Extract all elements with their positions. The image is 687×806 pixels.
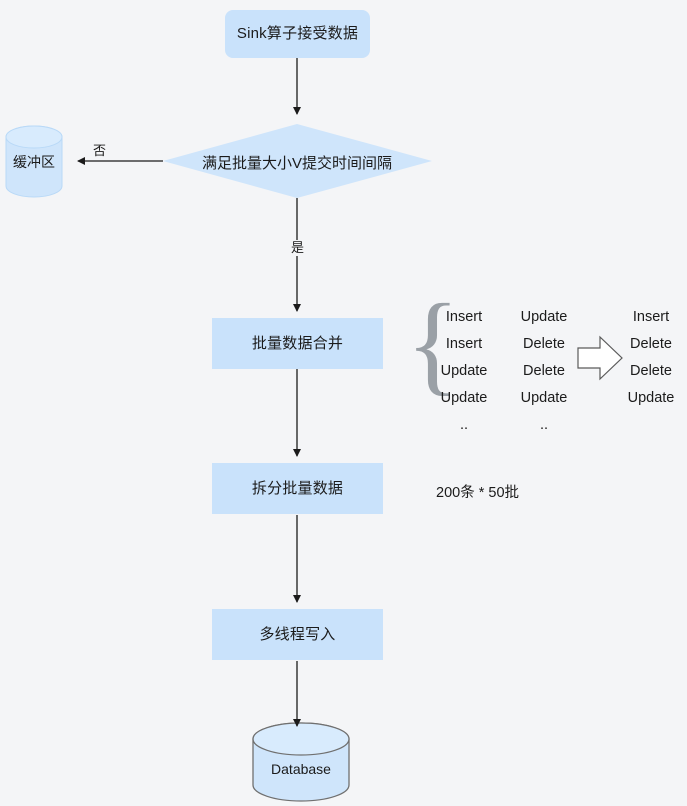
merge-output-cell: Delete <box>630 335 672 352</box>
merge-input-cell: Update <box>440 389 488 406</box>
table-row: Update Update <box>425 384 585 411</box>
split-batch-note: 200条 * 50批 <box>436 485 520 501</box>
merge-input-cell: Update <box>520 308 568 325</box>
node-multithread-write[interactable]: 多线程写入 <box>212 609 383 660</box>
merge-input-cell: Insert <box>445 308 483 325</box>
merge-input-table: Insert Update Insert Delete Update Delet… <box>425 303 585 438</box>
merge-input-cell: Insert <box>445 335 483 352</box>
merge-input-cell: Delete <box>523 335 565 352</box>
node-buffer-label: 缓冲区 <box>13 154 55 170</box>
merge-input-ellipsis: .. <box>459 416 469 433</box>
merge-input-ellipsis: .. <box>539 416 549 433</box>
node-multithread-write-label: 多线程写入 <box>259 625 336 643</box>
table-row: Delete <box>612 357 687 384</box>
node-batch-merge[interactable]: 批量数据合并 <box>212 318 383 369</box>
table-row: Insert <box>612 303 687 330</box>
table-row-ellipsis: .. .. <box>425 411 585 438</box>
table-row: Update Delete <box>425 357 585 384</box>
node-sink-receive[interactable]: Sink算子接受数据 <box>225 10 370 58</box>
block-arrow-right-icon <box>577 335 623 381</box>
curly-brace-icon: { <box>406 282 460 406</box>
node-split-batch[interactable]: 拆分批量数据 <box>212 463 383 514</box>
merge-input-cell: Update <box>440 362 488 379</box>
table-row: Delete <box>612 330 687 357</box>
edge-label-yes: 是 <box>288 240 308 257</box>
node-decision-label: 满足批量大小V提交时间间隔 <box>201 155 392 172</box>
merge-output-cell: Delete <box>630 362 672 379</box>
table-row: Update <box>612 384 687 411</box>
edge-label-no: 否 <box>90 143 110 160</box>
buffer-cylinder-shape <box>5 125 63 198</box>
decision-diamond <box>163 124 432 198</box>
node-sink-receive-label: Sink算子接受数据 <box>236 25 359 42</box>
table-row: Insert Delete <box>425 330 585 357</box>
merge-input-cell: Delete <box>523 362 565 379</box>
node-batch-merge-label: 批量数据合并 <box>251 334 344 352</box>
merge-input-cell: Update <box>520 389 568 406</box>
node-database-label: Database <box>271 761 331 777</box>
merge-output-cell: Update <box>627 389 675 406</box>
database-cylinder-shape <box>252 722 350 802</box>
node-split-batch-label: 拆分批量数据 <box>251 479 344 497</box>
merge-output-cell: Insert <box>632 308 670 325</box>
merge-output-table: Insert Delete Delete Update <box>612 303 687 411</box>
table-row: Insert Update <box>425 303 585 330</box>
